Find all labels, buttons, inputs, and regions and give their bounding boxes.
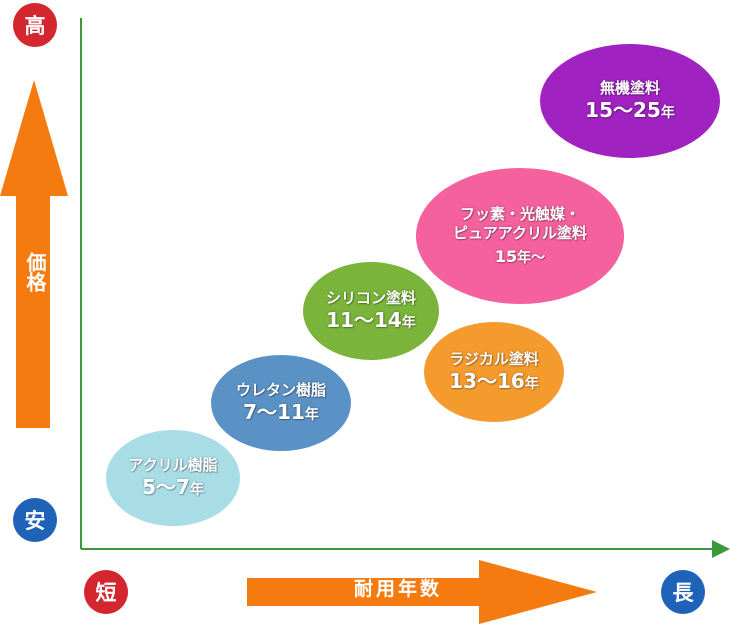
bubble-years: 11〜14年	[326, 307, 416, 332]
bubble-years: 15〜25年	[585, 97, 675, 122]
bubble-silicone: シリコン塗料 11〜14年	[303, 262, 439, 360]
price-label: 価格	[23, 252, 47, 292]
low-badge: 安	[13, 498, 57, 542]
bubble-years: 5〜7年	[142, 474, 204, 499]
price-arrow	[0, 80, 68, 428]
bubble-name: シリコン塗料	[325, 289, 416, 308]
durability-label: 耐用年数	[353, 578, 442, 600]
bubble-inorganic: 無機塗料 15〜25年	[540, 44, 720, 158]
bubble-name-line1: フッ素・光触媒・	[459, 205, 580, 223]
bubble-acrylic: アクリル樹脂 5〜7年	[106, 430, 240, 526]
durability-arrow	[247, 560, 597, 624]
bubble-name: ウレタン樹脂	[235, 381, 326, 400]
bubble-urethane: ウレタン樹脂 7〜11年	[211, 355, 351, 451]
bubble-name: 無機塗料	[599, 79, 660, 98]
bubble-years: 7〜11年	[243, 399, 319, 424]
bubble-years: 13〜16年	[449, 368, 539, 393]
bubble-years: 15年〜	[494, 246, 546, 266]
bubble-name: アクリル樹脂	[128, 456, 218, 475]
bubble-fluorine: フッ素・光触媒・ ピュアアクリル塗料 15年〜	[416, 168, 624, 304]
bubble-name-line2: ピュアアクリル塗料	[453, 223, 587, 242]
high-badge: 高	[13, 3, 57, 47]
bubble-name: ラジカル塗料	[449, 350, 539, 369]
long-badge: 長	[661, 570, 705, 614]
x-axis-arrowhead	[712, 540, 730, 558]
bubble-radical: ラジカル塗料 13〜16年	[424, 322, 564, 422]
short-badge: 短	[84, 570, 128, 614]
